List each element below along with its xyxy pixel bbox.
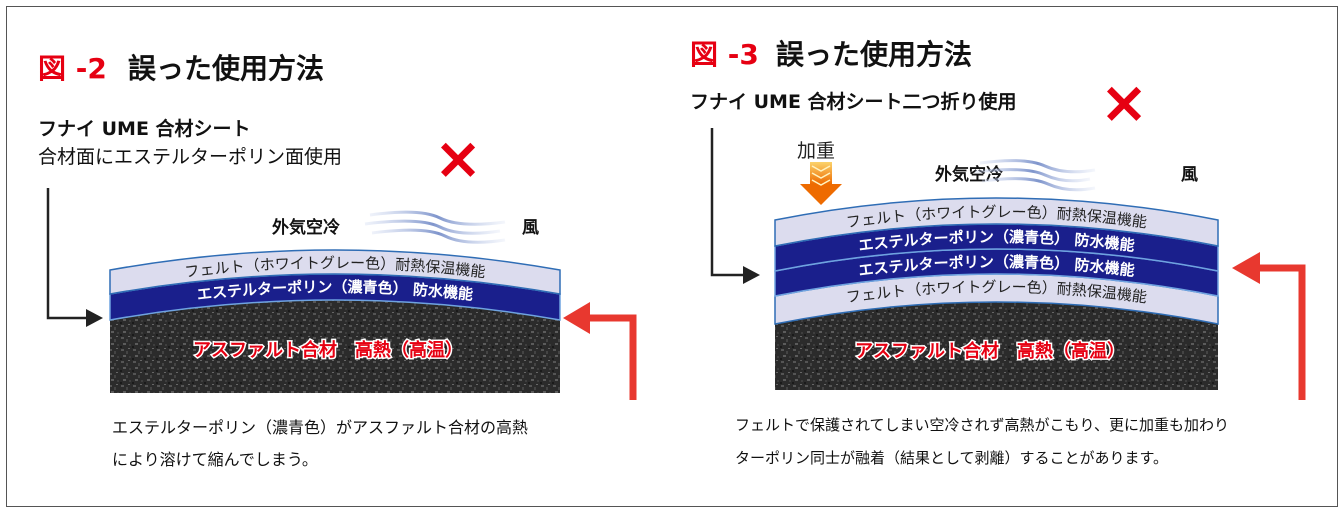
bracket-arrow-line bbox=[710, 128, 745, 277]
figure-2: 図 -2 誤った使用方法 フナイ UME 合材シート 合材面にエステルターポリン… bbox=[38, 52, 637, 469]
figure-3: 図 -3 誤った使用方法 フナイ UME 合材シート二つ折り使用 × 加重 外気… bbox=[690, 38, 1306, 467]
heat-arrow-line bbox=[585, 314, 637, 400]
bracket-arrow-line bbox=[46, 188, 88, 320]
fig2-caption-2: により溶けて縮んでしまう。 bbox=[112, 450, 318, 469]
wind-label: 外気空冷 bbox=[272, 217, 340, 238]
fig3-title: 誤った使用方法 bbox=[776, 38, 972, 71]
asphalt-label: アスファルト合材 高熱（高温） bbox=[855, 340, 1125, 362]
wind-char: 風 bbox=[1181, 165, 1198, 185]
fig2-title: 誤った使用方法 bbox=[128, 52, 324, 85]
wind-label: 外気空冷 bbox=[935, 164, 1003, 185]
fig3-caption-2: ターポリン同士が融着（結果として剥離）することがあります。 bbox=[735, 449, 1168, 467]
asphalt-layer bbox=[775, 300, 1218, 390]
wind-icon bbox=[364, 210, 506, 244]
wind-char: 風 bbox=[522, 218, 539, 238]
felt-layer bbox=[109, 249, 561, 295]
arrowhead-icon bbox=[743, 266, 760, 284]
heat-arrow-line bbox=[1255, 264, 1306, 400]
asphalt-label: アスファルト合材 高熱（高温） bbox=[193, 339, 463, 361]
fig3-subtitle-1: フナイ UME 合材シート二つ折り使用 bbox=[690, 90, 1017, 113]
heat-arrowhead-icon bbox=[1232, 252, 1260, 284]
wrong-x-icon: × bbox=[1100, 68, 1149, 136]
heat-arrowhead-icon bbox=[563, 302, 590, 334]
frame-border bbox=[6, 6, 1338, 507]
fig2-caption-1: エステルターポリン（濃青色）がアスファルト合材の高熱 bbox=[112, 418, 528, 437]
load-arrow-icon bbox=[800, 162, 842, 205]
fig2-number: 図 -2 bbox=[38, 52, 107, 85]
wind-icon bbox=[974, 159, 1096, 192]
wrong-x-icon: × bbox=[434, 124, 483, 192]
fig3-caption-1: フェルトで保護されてしまい空冷されず高熱がこもり、更に加重も加わり bbox=[735, 416, 1229, 434]
asphalt-layer bbox=[110, 298, 560, 393]
load-label: 加重 bbox=[797, 140, 835, 162]
felt-layer-top bbox=[774, 197, 1219, 247]
fig2-subtitle-1: フナイ UME 合材シート bbox=[38, 117, 251, 140]
fig2-subtitle-2: 合材面にエステルターポリン面使用 bbox=[38, 146, 342, 168]
fig3-number: 図 -3 bbox=[690, 38, 759, 71]
arrowhead-icon bbox=[86, 309, 103, 327]
